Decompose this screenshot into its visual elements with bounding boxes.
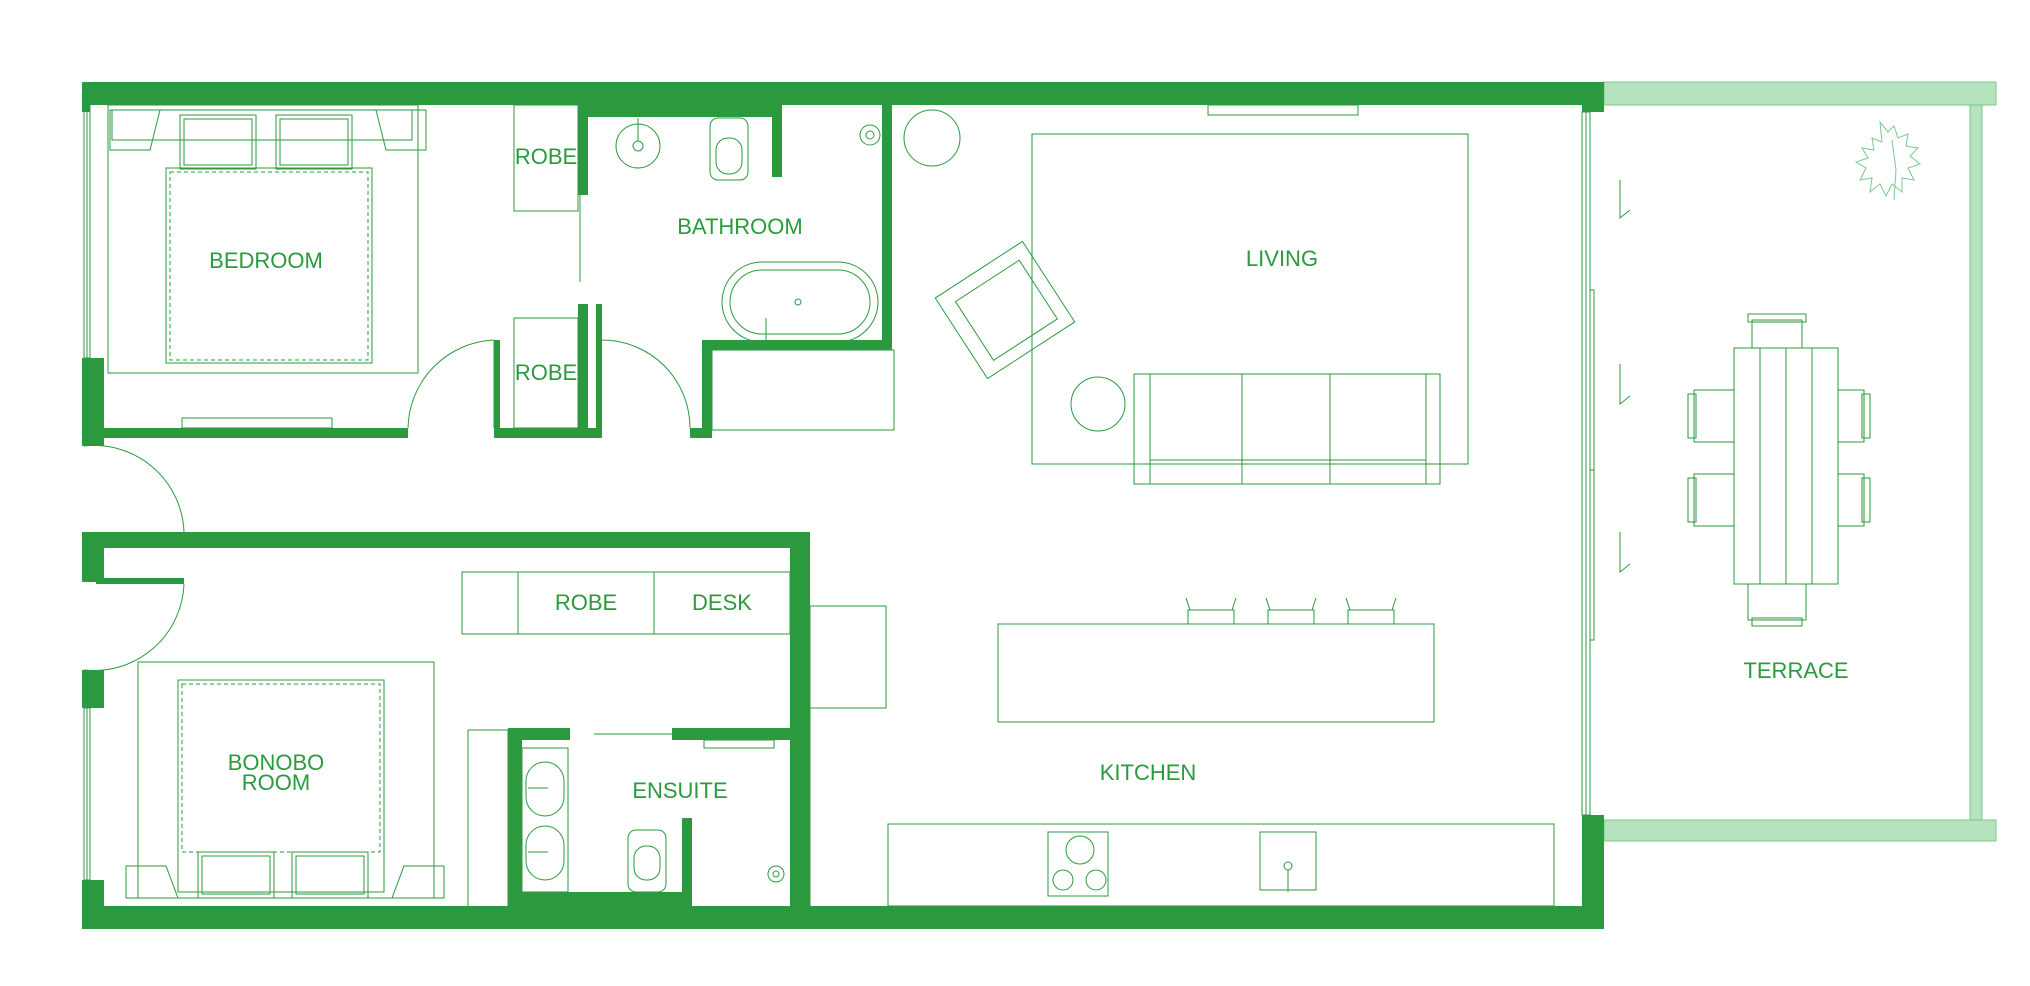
label-bedroom: BEDROOM	[209, 248, 323, 273]
robe-units	[513, 104, 579, 429]
label-bonobo-line2: ROOM	[242, 770, 310, 795]
label-terrace: TERRACE	[1743, 658, 1848, 683]
plant-icon	[1854, 120, 1922, 201]
door-swings	[83, 195, 691, 735]
label-living: LIVING	[1246, 246, 1318, 271]
label-robe-upper: ROBE	[515, 144, 577, 169]
interior-walls	[96, 105, 892, 908]
terrace-area	[1603, 81, 1997, 842]
label-desk: DESK	[692, 590, 752, 615]
bathroom-fixtures	[615, 117, 895, 431]
bar-stools	[1185, 597, 1397, 625]
kitchen-fixtures	[809, 597, 1555, 907]
ensuite-fixtures	[521, 739, 785, 893]
bonobo-room-furniture	[125, 571, 791, 909]
windows	[83, 104, 1595, 881]
label-robe-lower: ROBE	[515, 360, 577, 385]
exterior-walls	[82, 82, 1604, 929]
label-bathroom: BATHROOM	[677, 214, 802, 239]
bedroom-bed	[107, 104, 427, 429]
label-bonobo-line1: BONOBO	[228, 750, 325, 775]
terrace-furniture	[1619, 120, 1922, 627]
label-kitchen: KITCHEN	[1100, 760, 1197, 785]
label-ensuite: ENSUITE	[632, 778, 727, 803]
living-furniture	[903, 109, 1469, 485]
room-labels: BEDROOM ROBE ROBE BATHROOM LIVING TERRAC…	[209, 144, 1848, 803]
label-robe-bonobo: ROBE	[555, 590, 617, 615]
